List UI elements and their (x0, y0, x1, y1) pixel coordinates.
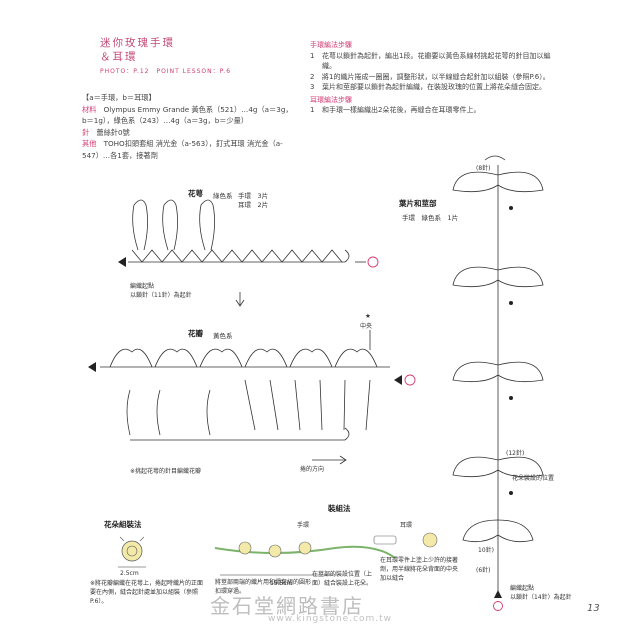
page-number: 13 (587, 603, 600, 614)
bracelet-steps-heading: 手環編法步驟 (310, 41, 352, 49)
assembly-length: 15.5cm (270, 580, 293, 587)
other-text: TOHO扣頭套組 消光金（a-563），釘式耳環 消光金（a-547）…各1套，… (82, 139, 283, 160)
sepal-earring-count: 耳環 2片 (238, 201, 269, 209)
count-12: (12針) (506, 450, 525, 457)
step-text: 將1的織片捲成一圈圈，調整形狀，以半線縫合起針加以組裝（參照P.6）。 (322, 72, 550, 81)
needle-text: 蕾絲針0號 (96, 127, 130, 137)
leaf-start-note: 以鎖針（14針）為起針 (510, 594, 572, 601)
leaf-chart (452, 155, 544, 595)
watermark-url: www.kingstone.com.tw (268, 614, 393, 624)
needle-key: 針 (82, 127, 90, 137)
material-text: Olympus Emmy Grande 黃色系（521）…4g（a＝3g，b＝1… (82, 104, 293, 126)
petal-color: 黃色系 (213, 332, 233, 340)
step-number: 1 (310, 51, 315, 60)
material-key: 材料 (82, 104, 97, 114)
flower-assembly-title: 花朵組裝法 (104, 520, 142, 529)
assembly-title: 裝組法 (328, 504, 351, 513)
step-number: 1 (310, 106, 315, 114)
count-8: (8針) (476, 165, 491, 172)
title-line-2: ＆耳環 (100, 51, 138, 63)
petal-note: ※挑起花萼的針目編織花瓣 (130, 468, 202, 475)
center-mark: 中央 (360, 323, 373, 330)
other-key: 其他 (82, 139, 97, 149)
leaf-title: 葉片和莖部 (399, 199, 437, 208)
flower-assembly-note: ※將花瓣編織在花萼上，捲起時織片的正面要在內側，縫合起針處並加以組裝（參照P.6… (90, 580, 204, 605)
page-title: 迷你玫瑰手環 ＆耳環 (100, 36, 175, 64)
title-line-1: 迷你玫瑰手環 (100, 37, 175, 49)
petal-title: 花瓣 (188, 329, 203, 338)
assembly-note-3: 在耳環零件上塗上少許的接著劑，用半線將花朵背面的中央加以縫合 (380, 557, 459, 582)
sepal-bracelet-count: 手環 3片 (238, 192, 269, 200)
flower-position: 花朵裝設的位置 (512, 475, 555, 482)
bracelet-assembly-drawing (214, 532, 438, 576)
count-10: 10針) (478, 547, 494, 554)
watermark-text: 金石堂網路書店 (210, 594, 364, 618)
sepal-title: 花萼 (188, 189, 203, 198)
flower-assembly-drawing (118, 536, 146, 568)
step-text: 葉片和莖部要以鎖針為起針編織，在裝設玫瑰的位置上將花朵縫合固定。 (322, 83, 546, 91)
count-6: (6針) (476, 567, 491, 574)
petal-chart (100, 330, 390, 465)
photo-reference: PHOTO：P.12 POINT LESSON：P.6 (100, 68, 232, 75)
sepal-start-note: 以鎖針（11針）為起針 (130, 292, 192, 299)
leaf-bracelet-info: 手環 綠色系 1片 (402, 214, 459, 222)
sepal-chart (128, 199, 366, 307)
earring-steps-heading: 耳環編法步驟 (310, 95, 352, 104)
materials-block: 【a＝手環，b＝耳環】 材料 Olympus Emmy Grande 黃色系（5… (82, 92, 297, 162)
sepal-start-label: 編織起點 (130, 283, 155, 290)
assembly-bracelet-label: 手環 (297, 522, 310, 529)
step-number: 3 (310, 83, 315, 91)
flower-size: 2.5cm (120, 570, 139, 577)
step-text: 和手環一樣編織出2朵花後，再縫合在耳環零件上。 (322, 106, 481, 114)
materials-legend: 【a＝手環，b＝耳環】 (82, 93, 156, 102)
assembly-earring-label: 耳環 (400, 522, 413, 529)
star-mark: ★ (365, 312, 371, 320)
sepal-color: 綠色系 (213, 192, 233, 200)
step-number: 2 (310, 72, 315, 81)
assembly-note-1: 將莖部兩端的織片用和繩套組的圓形扣環穿過。 (215, 579, 312, 595)
roll-direction: 捲的方向 (300, 466, 325, 473)
assembly-note-2: 在莖部的裝設位置（上面）縫合裝設上花朵。 (312, 571, 373, 587)
step-text: 花萼以鎖針為起針，編出1段。花瓣要以黃色系線材挑起花萼的針目加以編織。 (322, 51, 551, 71)
steps-block: 手環編法步驟 1 花萼以鎖針為起針，編出1段。花瓣要以黃色系線材挑起花萼的針目加以… (310, 38, 560, 116)
leaf-start-label: 編織起點 (510, 585, 535, 592)
